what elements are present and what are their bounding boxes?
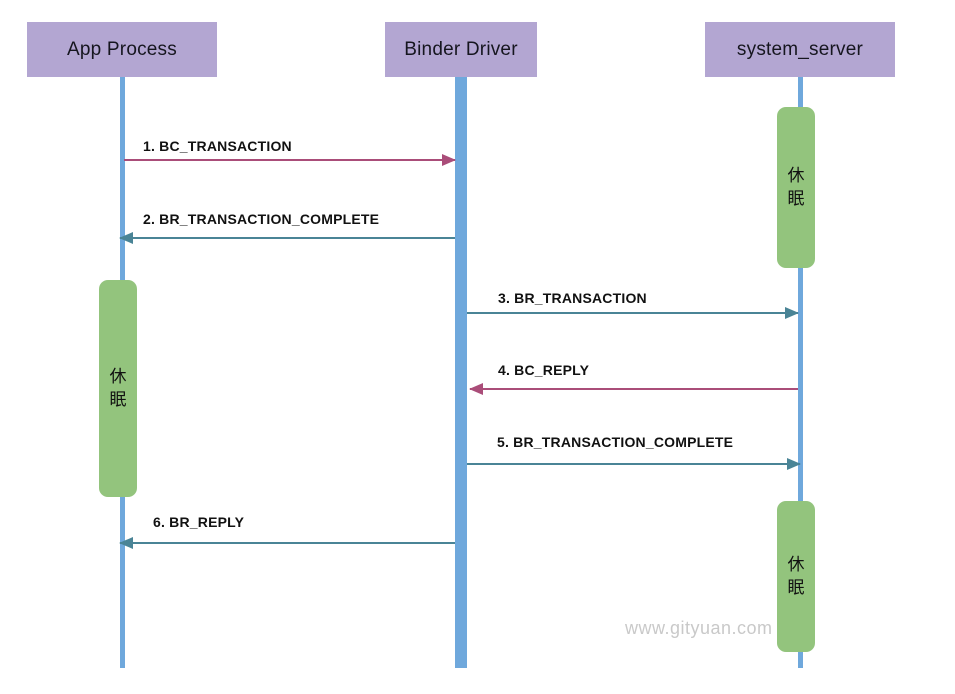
lifeline-header-system-server: system_server (705, 22, 895, 77)
arrowhead-left-icon (119, 537, 133, 549)
arrowhead-left-icon (469, 383, 483, 395)
message-label: 1. BC_TRANSACTION (143, 138, 292, 154)
message-label: 6. BR_REPLY (153, 514, 245, 530)
arrow-right (467, 307, 799, 319)
arrowhead-left-icon (119, 232, 133, 244)
arrow-left (469, 383, 798, 395)
arrow-right (124, 154, 456, 166)
lifeline-header-binder-driver: Binder Driver (385, 22, 537, 77)
sleep-box-system-server-bottom: 休眠 (777, 501, 815, 652)
sleep-box-system-server-top: 休眠 (777, 107, 815, 268)
arrow-left (119, 232, 455, 244)
arrow-left (119, 537, 455, 549)
arrowhead-right-icon (785, 307, 799, 319)
arrowhead-right-icon (442, 154, 456, 166)
message-label: 2. BR_TRANSACTION_COMPLETE (143, 211, 380, 227)
arrowhead-right-icon (787, 458, 801, 470)
arrow-right (467, 458, 801, 470)
lifeline-header-app-process: App Process (27, 22, 217, 77)
sleep-box-app-process: 休眠 (99, 280, 137, 497)
message-label: 4. BC_REPLY (498, 362, 590, 378)
message-label: 5. BR_TRANSACTION_COMPLETE (497, 434, 734, 450)
sleep-label: 休眠 (109, 366, 127, 409)
sleep-label: 休眠 (787, 554, 805, 597)
message-label: 3. BR_TRANSACTION (498, 290, 647, 306)
sleep-label: 休眠 (787, 165, 805, 208)
lifeline-system-server (798, 77, 803, 668)
watermark: www.gityuan.com (625, 618, 773, 638)
lifeline-binder-driver (455, 77, 467, 668)
